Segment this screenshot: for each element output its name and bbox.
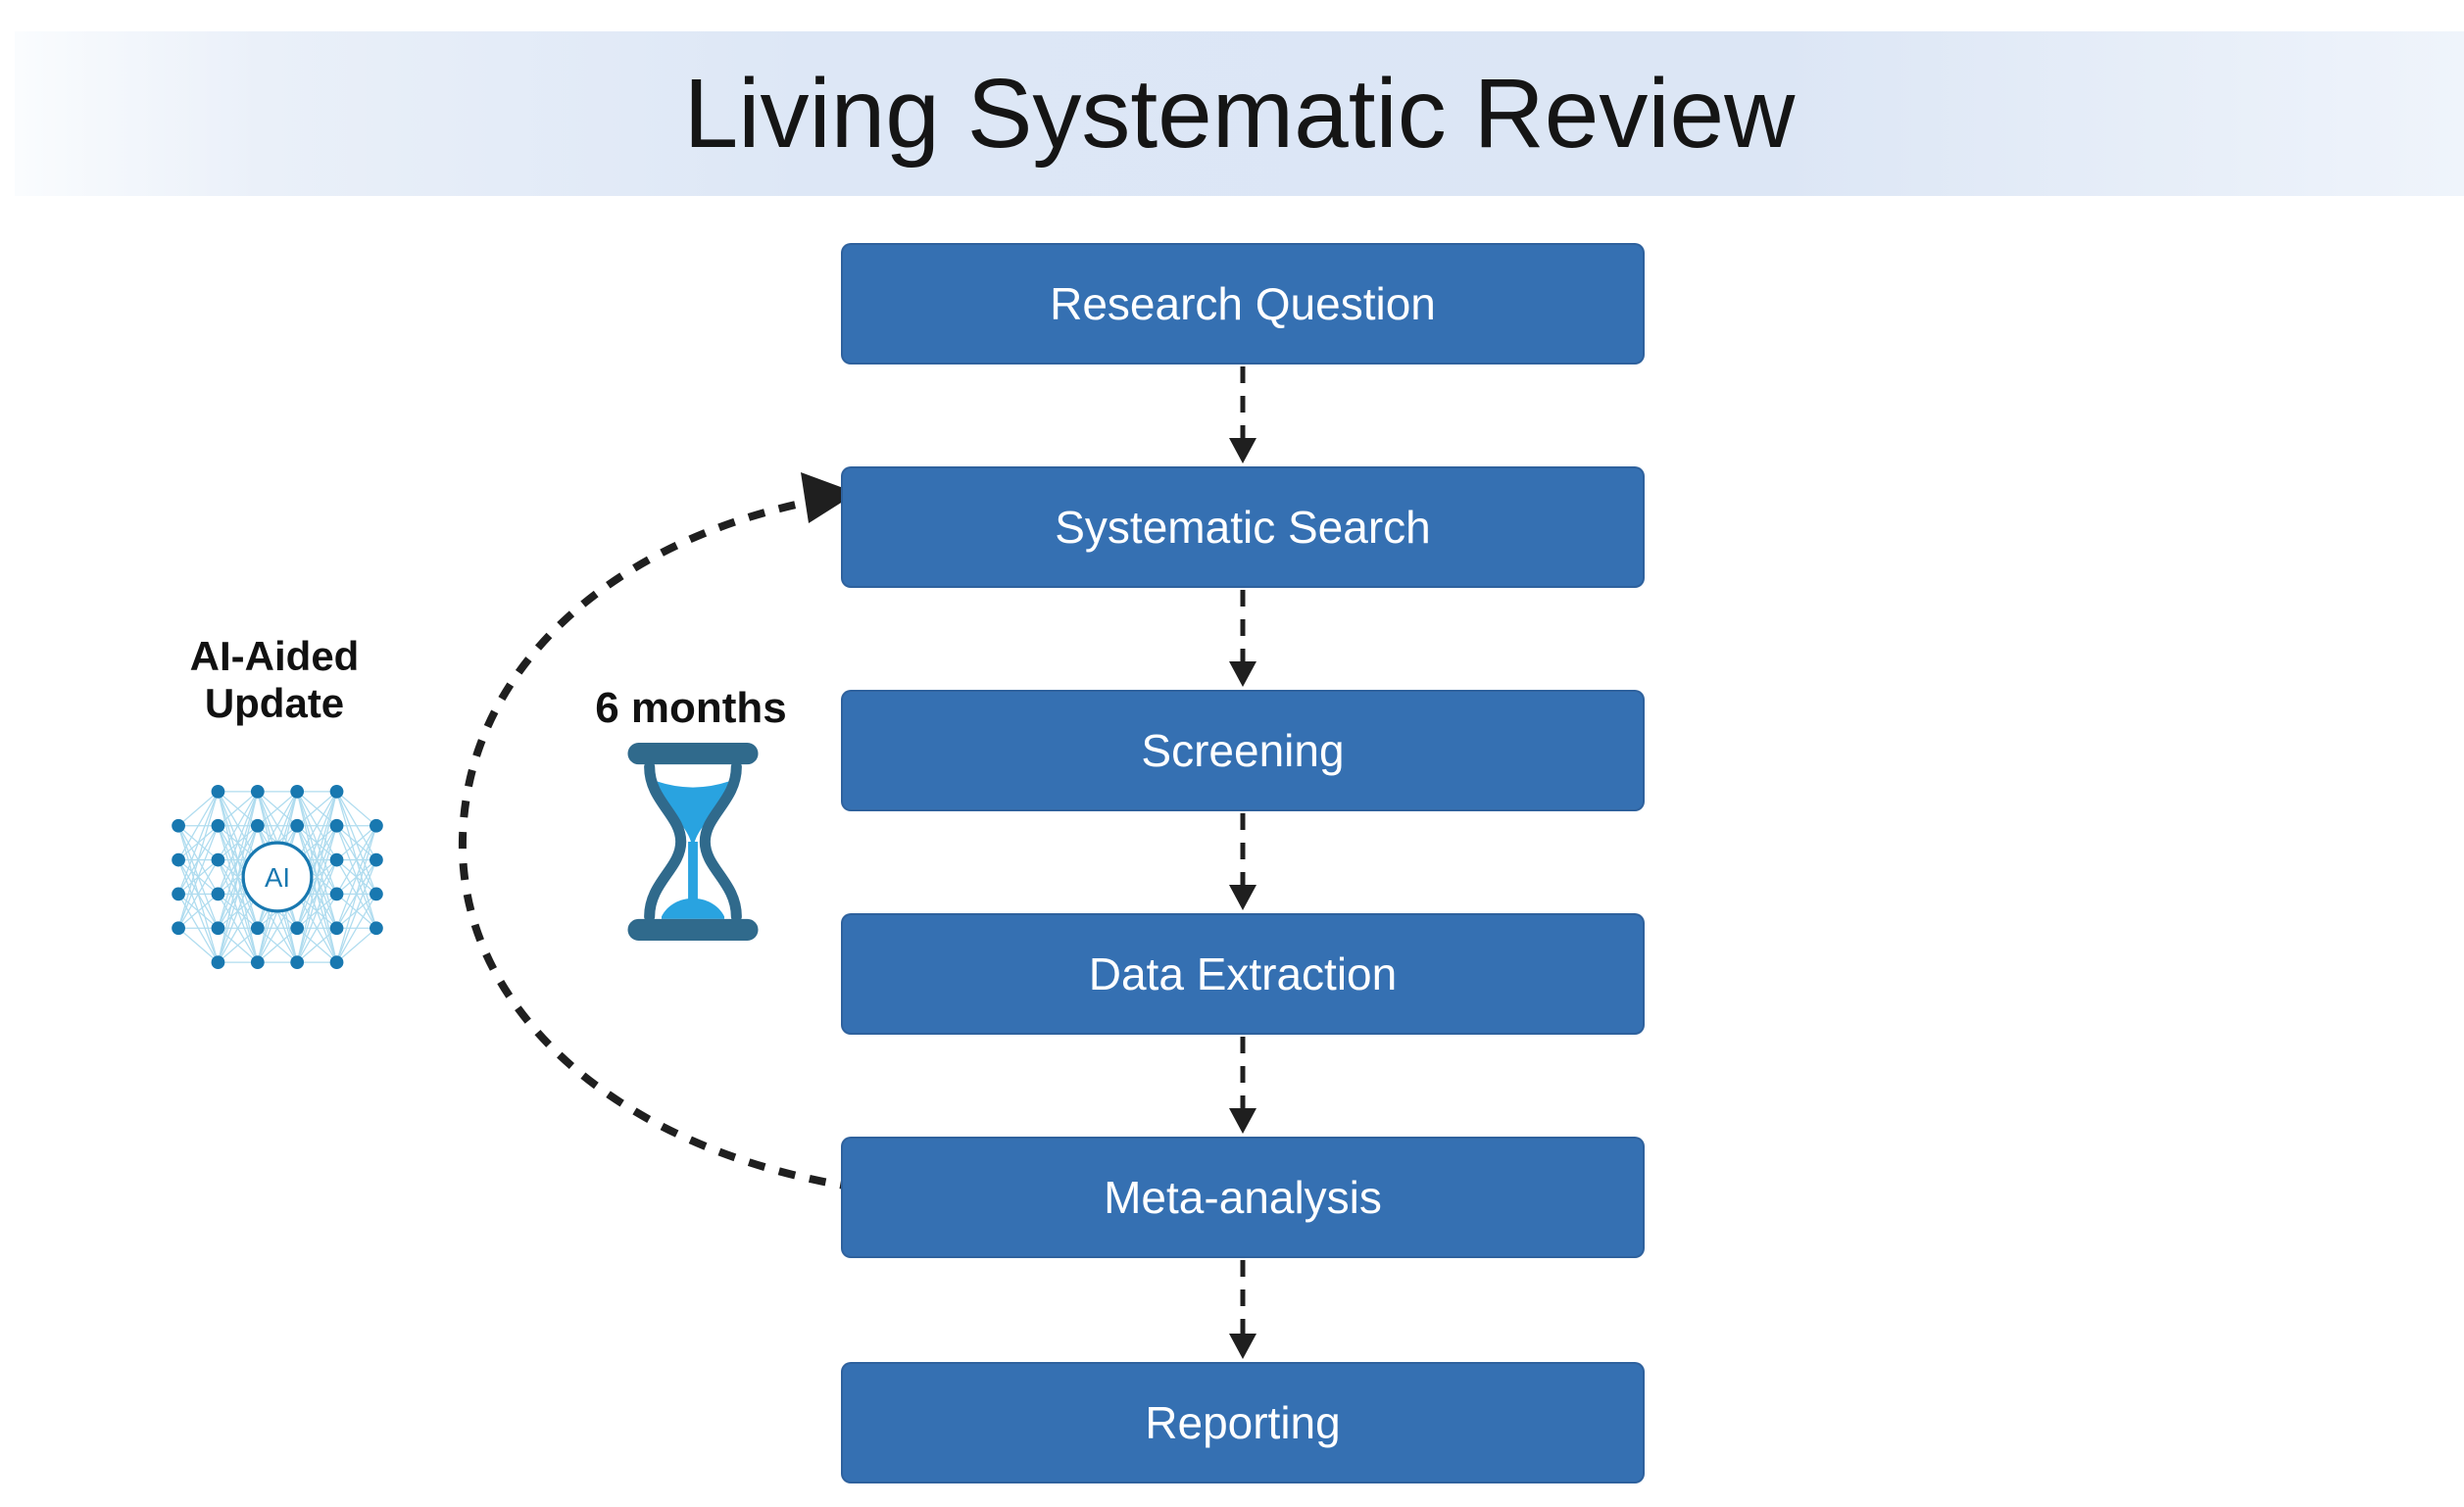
step-label: Screening [1141,725,1345,776]
ai-aided-update-line2: Update [204,680,345,726]
step-label: Systematic Search [1055,502,1431,553]
arrowhead-icon [1229,1334,1257,1359]
title-band: Living Systematic Review [15,31,2464,196]
ai-badge-text: AI [265,862,290,893]
arrowhead-icon [1229,885,1257,910]
hourglass-icon [627,743,759,941]
hourglass-sand-mound [661,898,725,919]
flow-connector-arrow [1229,1037,1257,1134]
flow-connector-arrow [1229,1260,1257,1359]
flow-connector-arrow [1229,813,1257,910]
flow-connector-arrow [1229,590,1257,687]
loop-arc [458,496,858,1191]
hourglass-sand-stream [688,842,698,907]
flow-step-research-question: Research Question [841,243,1645,365]
arrowhead-icon [1229,438,1257,463]
flow-step-meta-analysis: Meta-analysis [841,1137,1645,1258]
flow-step-data-extraction: Data Extraction [841,913,1645,1035]
six-months-label: 6 months [595,684,787,732]
neural-network-icon: AI [172,784,383,970]
hourglass-bottom-bar [627,918,759,941]
hourglass-glass [644,761,742,922]
ai-aided-update-line1: AI-Aided [189,633,360,679]
flow-step-systematic-search: Systematic Search [841,466,1645,588]
hourglass-sand-top [657,781,729,845]
step-label: Meta-analysis [1104,1172,1382,1223]
update-loop-arrow [458,472,858,1191]
flow-step-reporting: Reporting [841,1362,1645,1483]
flow-connector-arrow [1229,366,1257,463]
page-title: Living Systematic Review [683,58,1796,169]
arrowhead-icon [1229,661,1257,687]
step-label: Reporting [1145,1397,1341,1448]
hourglass-top-bar [627,743,759,765]
flow-step-screening: Screening [841,690,1645,811]
step-label: Research Question [1050,278,1436,329]
loop-arrowhead-icon [801,472,857,523]
step-label: Data Extraction [1088,948,1398,999]
arrowhead-icon [1229,1108,1257,1134]
ai-aided-update-label: AI-Aided Update [98,633,451,727]
ai-badge-circle [241,841,314,913]
